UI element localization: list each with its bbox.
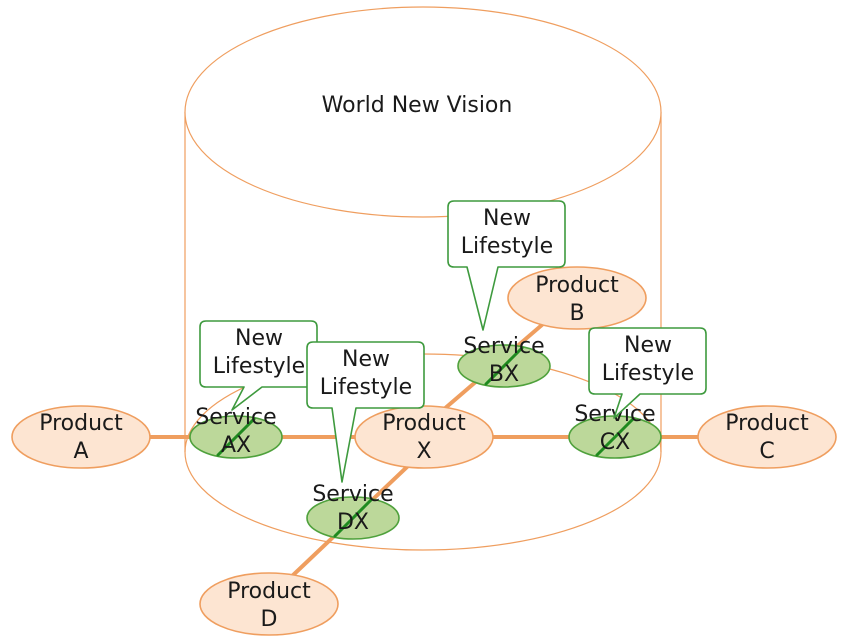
product-x-label: Product bbox=[382, 411, 466, 436]
product-a-label: Product bbox=[39, 411, 123, 436]
callout-ax-line1: New bbox=[235, 326, 283, 351]
product-a-id: A bbox=[73, 439, 88, 464]
product-node-d: Product D bbox=[199, 572, 339, 636]
product-node-x: Product X bbox=[354, 405, 494, 469]
service-dx-id: DX bbox=[337, 510, 369, 535]
product-d-label: Product bbox=[227, 579, 311, 604]
product-node-a: Product A bbox=[11, 405, 151, 469]
cylinder-title: World New Vision bbox=[322, 93, 513, 118]
product-b-id: B bbox=[569, 301, 584, 326]
callout-ax-line2: Lifestyle bbox=[213, 354, 305, 379]
service-cx-id: CX bbox=[600, 430, 630, 455]
product-c-id: C bbox=[759, 439, 774, 464]
service-bx-slash bbox=[484, 346, 524, 386]
service-bx-id: BX bbox=[489, 362, 519, 387]
world-vision-cylinder: World New Vision bbox=[184, 6, 662, 551]
product-d-id: D bbox=[261, 607, 278, 632]
callout-cx-line2: Lifestyle bbox=[602, 361, 694, 386]
product-b-label: Product bbox=[535, 273, 619, 298]
callout-bx: New Lifestyle bbox=[447, 200, 566, 331]
callout-dx-line1: New bbox=[342, 347, 390, 372]
product-node-b: Product B bbox=[507, 266, 647, 330]
callout-ax: New Lifestyle bbox=[199, 320, 318, 411]
service-dx-slash bbox=[333, 498, 373, 538]
callout-cx: New Lifestyle bbox=[588, 327, 707, 419]
callout-dx-line2: Lifestyle bbox=[320, 375, 412, 400]
product-node-c: Product C bbox=[697, 405, 837, 469]
callout-bx-line1: New bbox=[483, 206, 531, 231]
service-cx-slash bbox=[595, 417, 635, 457]
callout-bx-line2: Lifestyle bbox=[461, 234, 553, 259]
service-node-ax: Service AX bbox=[189, 405, 283, 459]
service-ax-slash bbox=[216, 417, 256, 457]
service-node-dx: Service DX bbox=[306, 482, 400, 540]
product-c-label: Product bbox=[725, 411, 809, 436]
product-x-id: X bbox=[416, 439, 431, 464]
callout-dx: New Lifestyle bbox=[306, 341, 425, 483]
callout-cx-line1: New bbox=[624, 333, 672, 358]
service-node-bx: Service BX bbox=[457, 334, 551, 388]
service-ax-label: Service bbox=[195, 405, 276, 430]
service-dx-label: Service bbox=[312, 482, 393, 507]
service-ax-id: AX bbox=[221, 433, 251, 458]
service-bx-label: Service bbox=[463, 334, 544, 359]
service-node-cx: Service CX bbox=[568, 402, 662, 459]
